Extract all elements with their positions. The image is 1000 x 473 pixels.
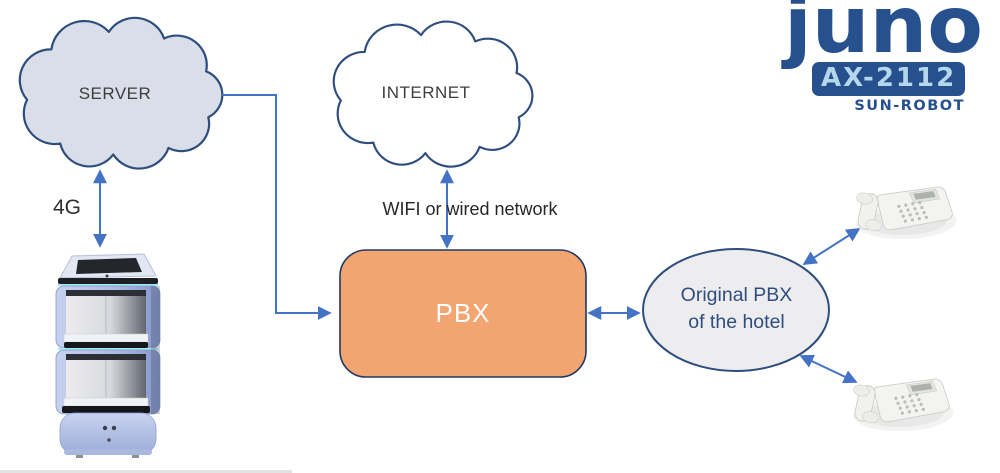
server-cloud: [18, 16, 224, 170]
robot-image: [55, 253, 161, 458]
original-pbx-label-line1: Original PBX: [680, 284, 793, 306]
phone-image-top: [854, 185, 958, 242]
internet-node-label: INTERNET: [381, 83, 471, 102]
edge-label-4g: 4G: [52, 196, 81, 219]
logo-model-badge: AX-2112: [812, 62, 966, 96]
juno-logo: juno AX-2112 SUN-ROBOT: [784, 0, 986, 120]
edge-label-wifi-or-wired-network: WIFI or wired network: [382, 199, 558, 219]
internet-cloud: [332, 20, 534, 168]
original-pbx-node: [642, 248, 830, 372]
server-node-label: SERVER: [78, 84, 152, 103]
connectors: [93, 94, 861, 384]
photo-edge-line: [0, 470, 292, 473]
connector-originalpbx-phone-top: [802, 228, 861, 265]
logo-company-text: SUN-ROBOT: [854, 98, 965, 114]
original-pbx-label-line2: of the hotel: [688, 311, 785, 333]
pbx-node: [339, 249, 587, 378]
logo-brand-text: juno: [784, 0, 984, 71]
pbx-node-label: PBX: [435, 298, 491, 328]
phone-image-bottom: [851, 377, 955, 434]
connector-originalpbx-phone-bottom: [799, 354, 858, 384]
original-pbx-node-label: Original PBX of the hotel: [643, 282, 830, 336]
connector-server-to-pbx: [222, 94, 332, 320]
